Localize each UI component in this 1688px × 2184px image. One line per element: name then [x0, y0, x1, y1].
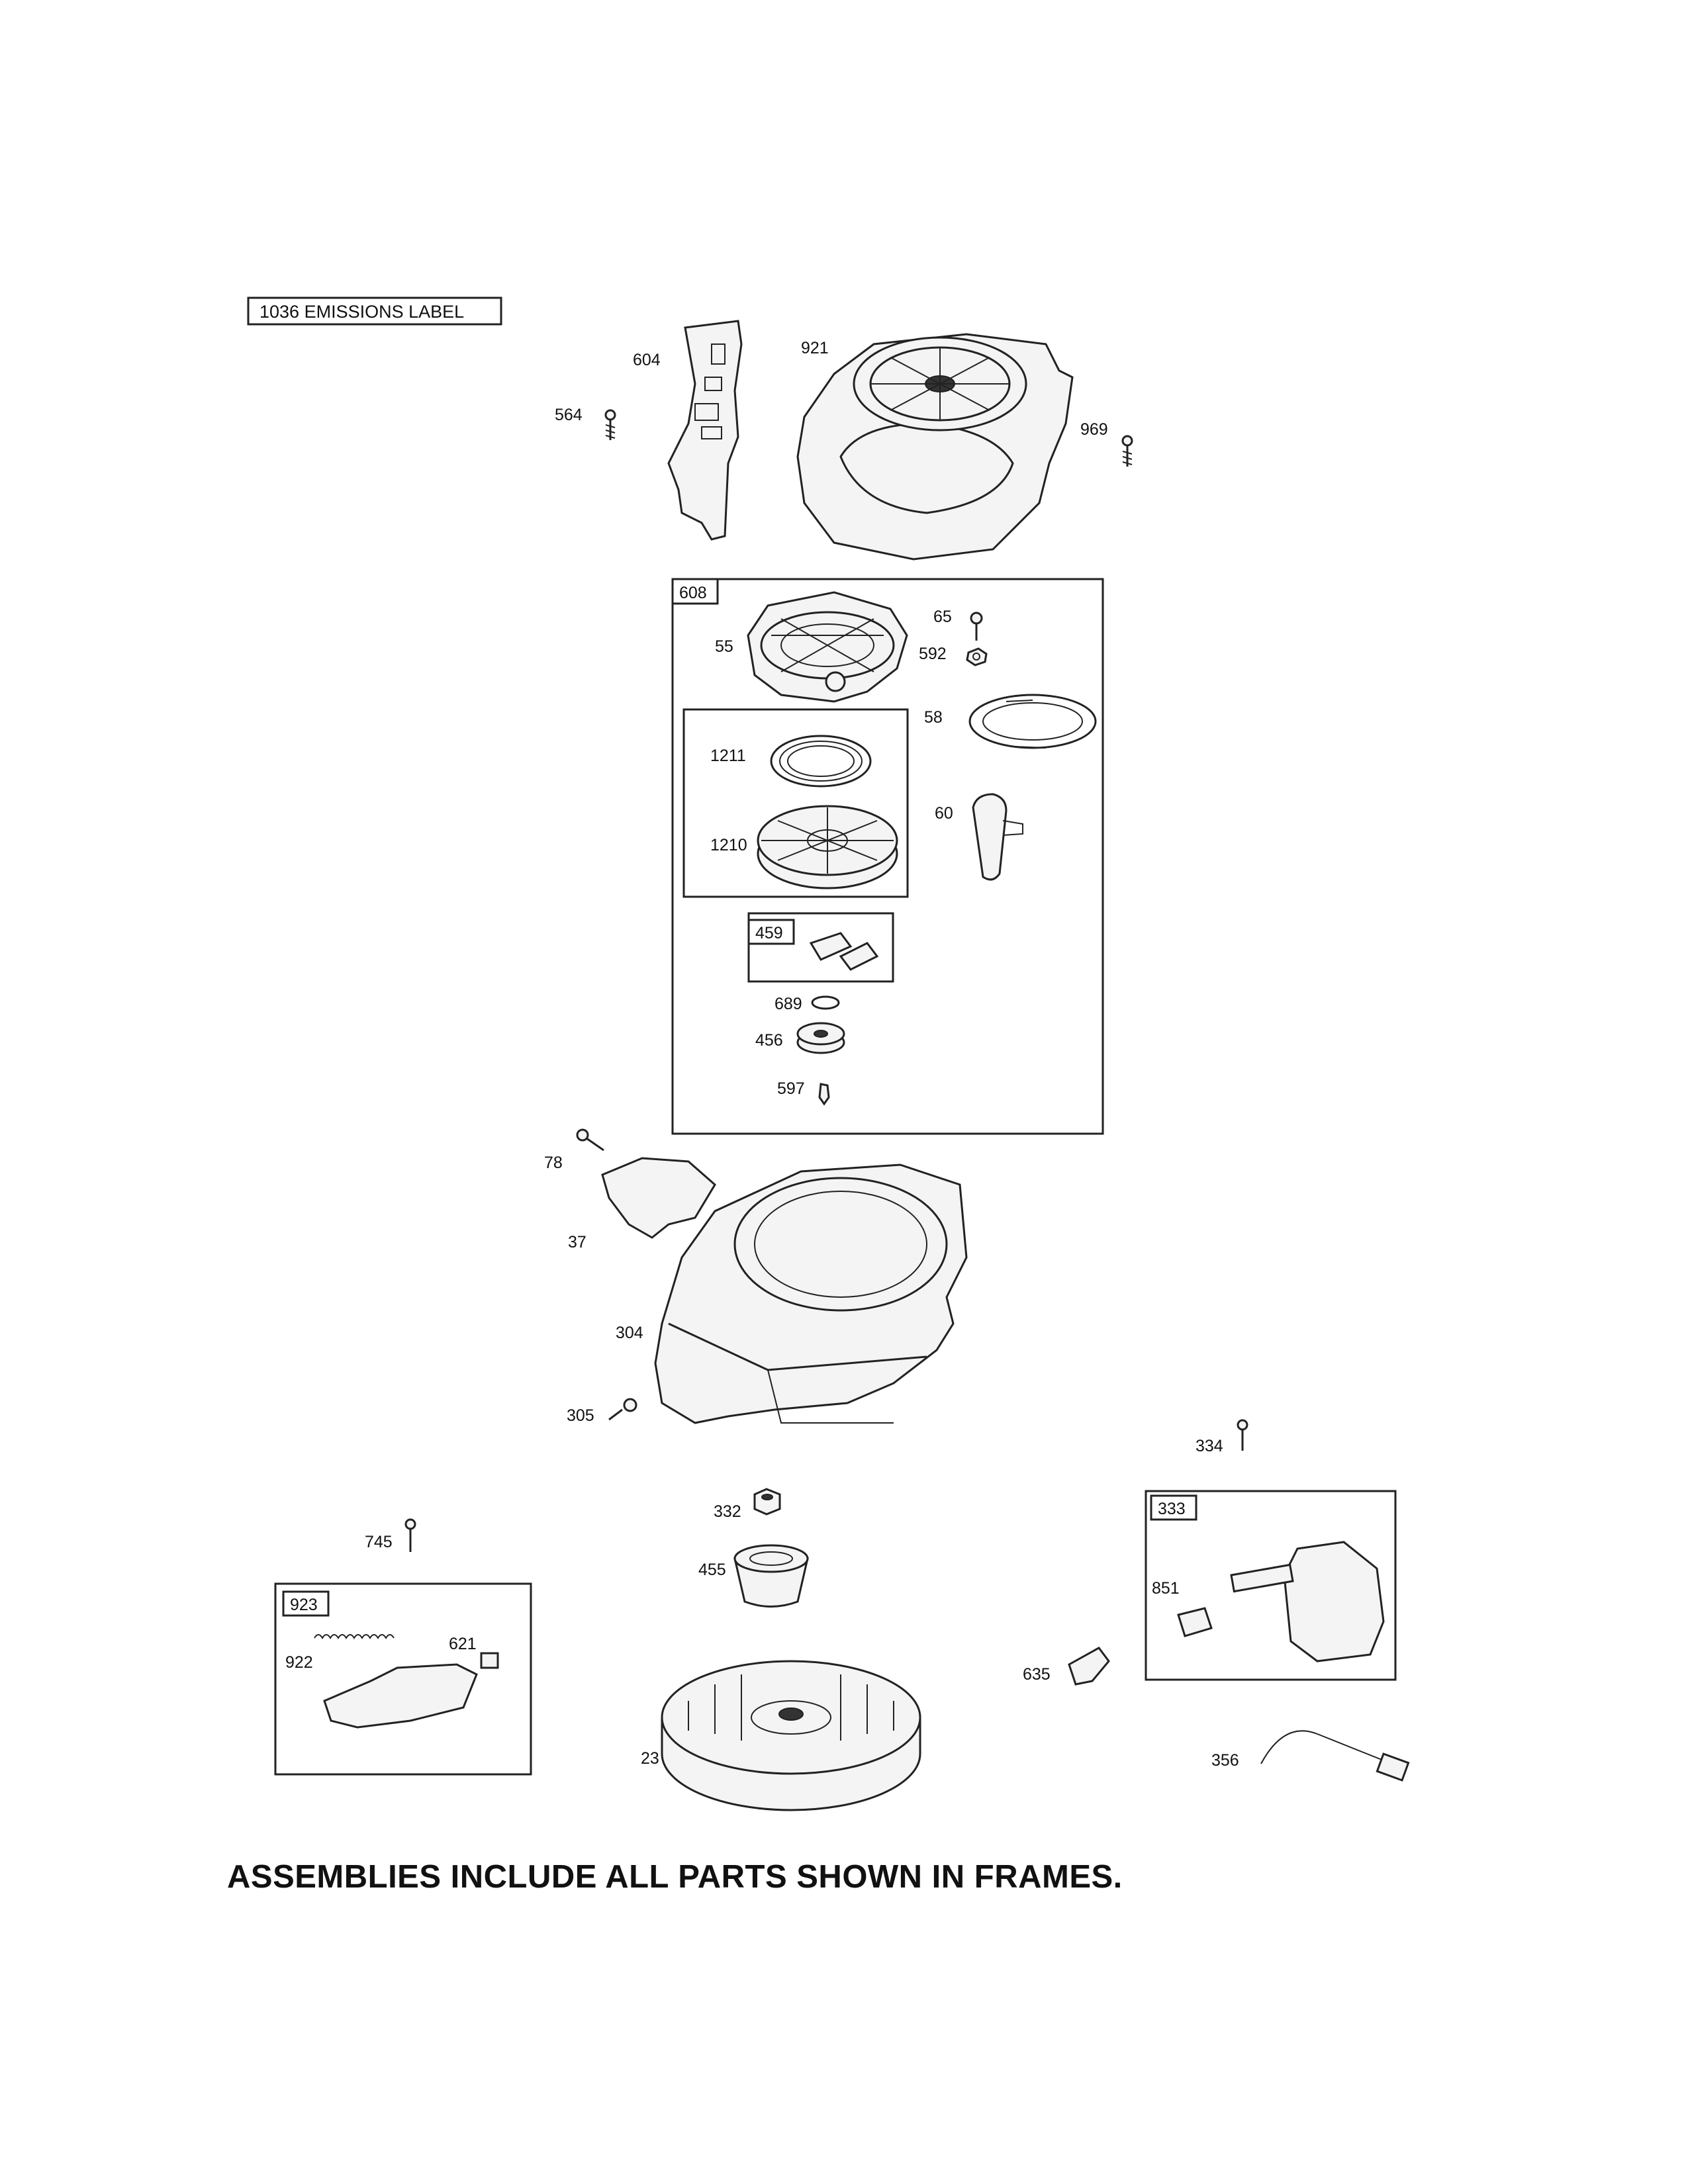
part-689-retainer	[811, 995, 840, 1010]
label-23: 23	[641, 1749, 659, 1768]
inner-frame-pulley	[682, 708, 909, 898]
label-1210: 1210	[710, 836, 747, 854]
frame-333-label: 333	[1158, 1500, 1186, 1518]
part-23-flywheel	[661, 1660, 921, 1811]
frame-459-label: 459	[755, 924, 783, 942]
label-58: 58	[924, 708, 943, 727]
label-60: 60	[935, 804, 953, 823]
part-304-blower-housing	[654, 1163, 968, 1424]
label-456: 456	[755, 1031, 783, 1050]
part-455-starter-cup	[733, 1544, 809, 1608]
part-1211-recoil-spring	[770, 735, 872, 788]
frame-923-label: 923	[290, 1596, 318, 1614]
label-37: 37	[568, 1233, 586, 1251]
label-305: 305	[567, 1406, 594, 1425]
part-37-air-guide	[601, 1157, 716, 1239]
part-969-screw	[1121, 435, 1133, 467]
part-60-handle	[972, 793, 1023, 881]
footer-note: ASSEMBLIES INCLUDE ALL PARTS SHOWN IN FR…	[227, 1859, 1123, 1895]
label-597: 597	[777, 1079, 805, 1098]
part-labels: 604 921 564 969 65 55 592 58 1211 1210 6…	[285, 339, 1239, 1770]
label-635: 635	[1023, 1665, 1051, 1684]
part-921-blower-housing	[796, 333, 1074, 561]
label-564: 564	[555, 406, 583, 424]
part-78-screw	[576, 1128, 604, 1152]
emissions-label-text: 1036 EMISSIONS LABEL	[259, 302, 464, 322]
part-597-pin	[818, 1083, 830, 1106]
frame-333: 333	[1145, 1490, 1397, 1681]
part-55-starter-housing	[747, 591, 908, 703]
part-332-nut	[753, 1488, 781, 1516]
label-604: 604	[633, 351, 661, 369]
label-921: 921	[801, 339, 829, 357]
part-58-spring	[968, 694, 1097, 749]
label-356: 356	[1211, 1751, 1239, 1770]
label-621: 621	[449, 1635, 477, 1653]
frame-608-label: 608	[679, 584, 707, 602]
part-65-screw	[970, 612, 983, 641]
part-334-screw	[1237, 1419, 1248, 1451]
part-745-screw	[404, 1518, 416, 1552]
label-969: 969	[1080, 420, 1108, 439]
label-332: 332	[714, 1502, 741, 1521]
label-334: 334	[1196, 1437, 1223, 1455]
label-592: 592	[919, 645, 947, 663]
label-65: 65	[933, 608, 952, 626]
frame-923: 923	[274, 1582, 532, 1776]
part-356-ground-wire	[1260, 1730, 1410, 1782]
label-689: 689	[774, 995, 802, 1013]
part-635-spark-plug-boot	[1068, 1647, 1110, 1686]
frame-459: 459	[747, 912, 894, 983]
part-564-screw	[604, 409, 616, 440]
label-851: 851	[1152, 1579, 1180, 1598]
label-55: 55	[715, 637, 733, 656]
part-592-nut	[966, 647, 988, 666]
label-1211: 1211	[710, 747, 746, 765]
label-455: 455	[698, 1561, 726, 1579]
emissions-label: 1036 EMISSIONS LABEL	[247, 296, 502, 326]
label-304: 304	[616, 1324, 643, 1342]
label-78: 78	[544, 1154, 563, 1172]
part-305-screw	[608, 1398, 637, 1421]
part-1210-pulley	[757, 805, 898, 889]
part-604-side-shroud	[667, 320, 743, 541]
frame-608: 608	[671, 578, 1104, 1135]
part-456-ratchet	[796, 1022, 845, 1054]
label-922: 922	[285, 1653, 313, 1672]
label-745: 745	[365, 1533, 393, 1551]
